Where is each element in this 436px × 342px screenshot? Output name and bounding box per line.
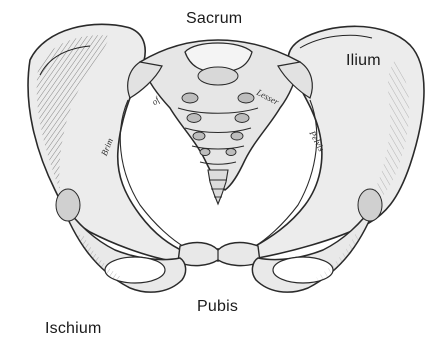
label-ilium: Ilium — [346, 52, 381, 70]
label-ischium: Ischium — [45, 320, 102, 338]
label-sacrum: Sacrum — [186, 10, 242, 28]
label-pubis: Pubis — [197, 298, 238, 316]
pubic-symphysis — [178, 243, 260, 266]
